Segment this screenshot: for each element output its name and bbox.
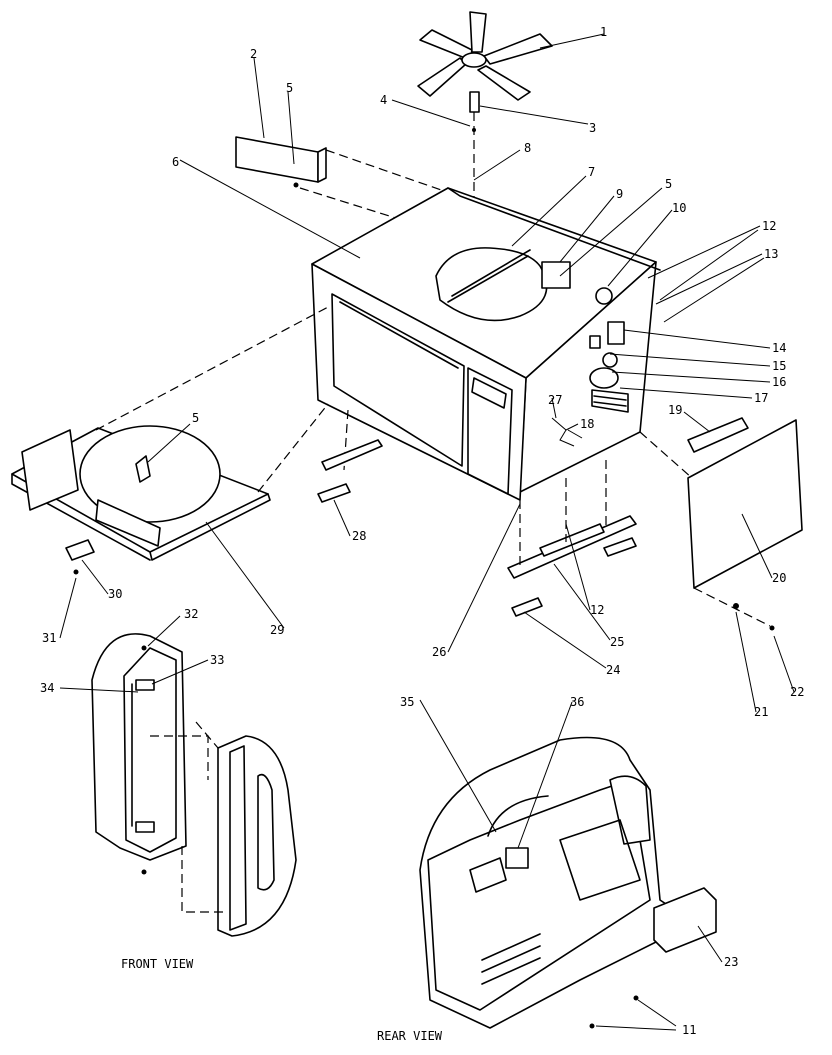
callout-13: 13: [764, 247, 778, 261]
callout-30: 30: [108, 587, 122, 601]
callout-24: 24: [606, 663, 620, 677]
callout-18: 18: [580, 417, 594, 431]
callout-27: 27: [548, 393, 562, 407]
callout-5: 5: [192, 411, 199, 425]
callout-2: 2: [250, 47, 257, 61]
callout-15: 15: [772, 359, 786, 373]
front-view-label: FRONT VIEW: [121, 957, 194, 971]
leader-lines: [59, 33, 795, 1031]
callout-6: 6: [172, 155, 179, 169]
callout-22: 22: [790, 685, 804, 699]
callout-34: 34: [40, 681, 54, 695]
callout-7: 7: [588, 165, 595, 179]
callout-10: 10: [672, 201, 686, 215]
rear-view-label: REAR VIEW: [377, 1029, 443, 1043]
callout-numbers: 1 2 3 4 5 5 5 6 7 8 9 10 11 12 12 13 14 …: [40, 25, 804, 1037]
callout-12: 12: [590, 603, 604, 617]
outer-cabinet: [311, 187, 661, 501]
callout-21: 21: [754, 705, 768, 719]
callout-32: 32: [184, 607, 198, 621]
small-clip: [65, 539, 95, 575]
callout-8: 8: [524, 141, 531, 155]
callout-14: 14: [772, 341, 786, 355]
callout-16: 16: [772, 375, 786, 389]
callout-19: 19: [668, 403, 682, 417]
callout-17: 17: [754, 391, 768, 405]
rear-view-detail: REAR VIEW: [377, 736, 717, 1043]
callout-35: 35: [400, 695, 414, 709]
callout-28: 28: [352, 529, 366, 543]
callout-29: 29: [270, 623, 284, 637]
base-plate: [11, 425, 271, 561]
callout-31: 31: [42, 631, 56, 645]
callout-23: 23: [724, 955, 738, 969]
callout-12: 12: [762, 219, 776, 233]
callout-11: 11: [682, 1023, 696, 1037]
callout-36: 36: [570, 695, 584, 709]
rear-panel: [639, 417, 803, 631]
callout-9: 9: [616, 187, 623, 201]
fan-blade: [417, 11, 553, 101]
callout-33: 33: [210, 653, 224, 667]
callout-4: 4: [380, 93, 387, 107]
callout-5: 5: [286, 81, 293, 95]
callout-5: 5: [665, 177, 672, 191]
callout-3: 3: [589, 121, 596, 135]
callout-26: 26: [432, 645, 446, 659]
callout-1: 1: [600, 25, 607, 39]
front-view-detail: FRONT VIEW: [91, 633, 297, 971]
callout-25: 25: [610, 635, 624, 649]
callout-20: 20: [772, 571, 786, 585]
